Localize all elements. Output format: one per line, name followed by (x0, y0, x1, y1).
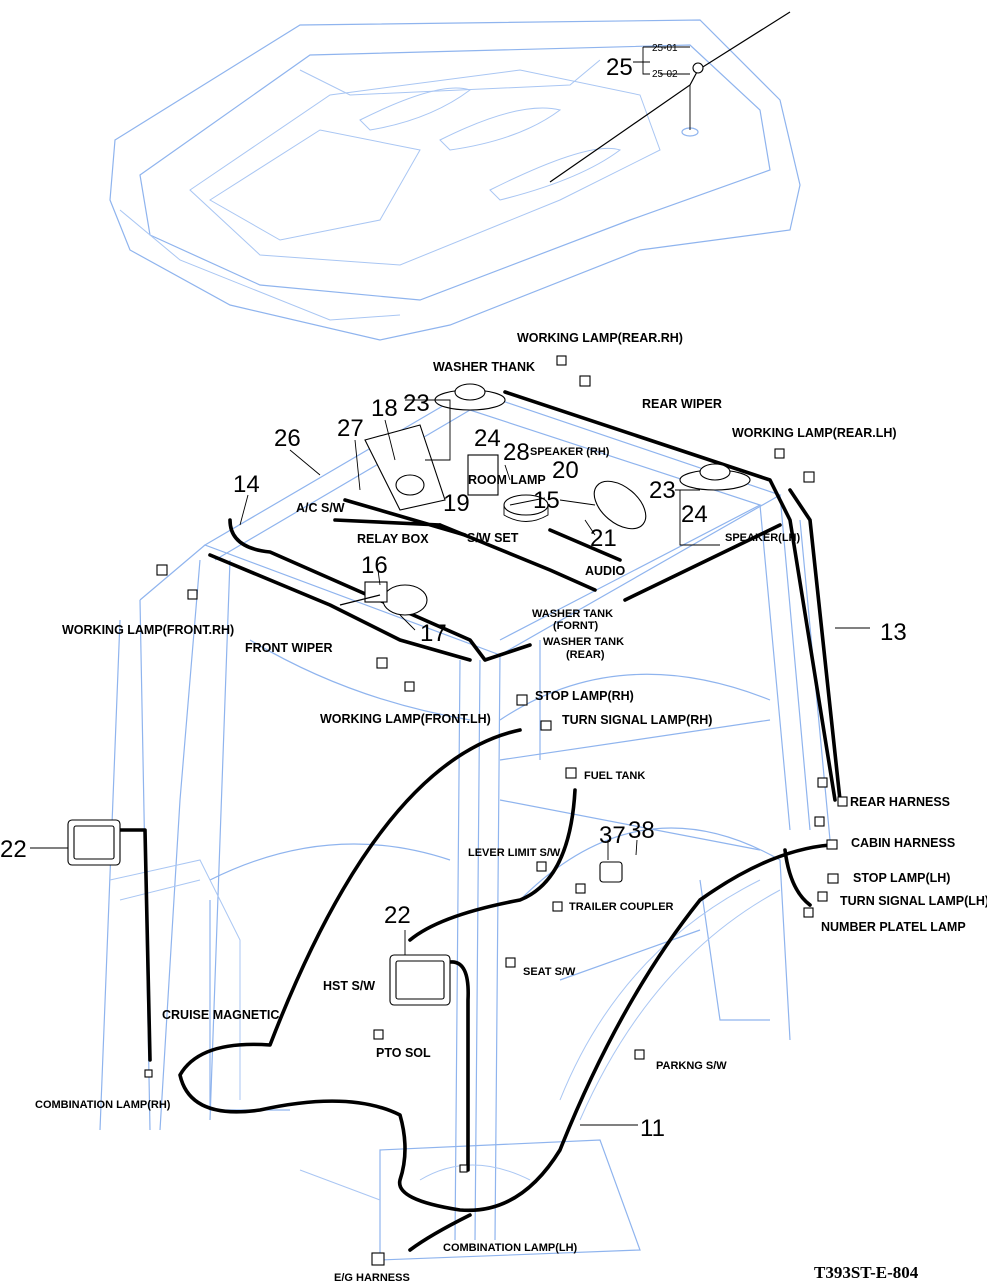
label-trailer-coupler: TRAILER COUPLER (569, 901, 674, 913)
part-number: 19 (443, 490, 470, 517)
label-washer-tank-front: WASHER TANK (532, 608, 613, 620)
trailer-coupler-relay (599, 861, 623, 883)
antenna (549, 11, 791, 183)
harness-13 (788, 488, 842, 802)
label-stop-lamp-lh: STOP LAMP(LH) (853, 871, 950, 885)
rear-wiper-motor (364, 424, 446, 511)
label-cabin-harness: CABIN HARNESS (851, 836, 955, 850)
part-number: 13 (880, 619, 907, 646)
label-pto-sol: PTO SOL (376, 1046, 431, 1060)
connectors (144, 355, 848, 1266)
label-working-lamp-front-rh: WORKING LAMP(FRONT.RH) (62, 623, 234, 637)
drawing-code: T393ST-E-804 (814, 1263, 919, 1282)
leader-lines (30, 46, 870, 1126)
cabin-frame (99, 389, 831, 1261)
part-number: 15 (533, 487, 560, 514)
part-number: 27 (337, 415, 364, 442)
label-speaker-rh: SPEAKER (RH) (530, 446, 610, 458)
label-turn-signal-lamp-lh: TURN SIGNAL LAMP(LH) (840, 894, 987, 908)
part-number: 16 (361, 552, 388, 579)
harness-roof (438, 390, 837, 802)
label-stop-lamp-rh: STOP LAMP(RH) (535, 689, 634, 703)
label-working-lamp-rear-lh: WORKING LAMP(REAR.LH) (732, 426, 897, 440)
label-sw-set: S/W SET (467, 531, 519, 545)
roof-drawing (109, 19, 801, 341)
label-combination-lamp-rh: COMBINATION LAMP(RH) (35, 1099, 171, 1111)
callout-labels: WORKING LAMP(REAR.RH) WASHER THANK SPEAK… (35, 331, 987, 1284)
label-number-platel-lamp: NUMBER PLATEL LAMP (821, 920, 966, 934)
label-working-lamp-rear-rh: WORKING LAMP(REAR.RH) (517, 331, 683, 345)
part-number: 37 (599, 822, 626, 849)
part-number: 11 (640, 1115, 665, 1142)
label-washer-tank-rear: WASHER TANK (543, 636, 624, 648)
speaker-rh (434, 383, 506, 411)
label-eg-harness: E/G HARNESS (334, 1272, 410, 1284)
part-number: 25-02 (652, 69, 678, 80)
harness-14 (208, 498, 532, 662)
label-hst-sw: HST S/W (323, 979, 375, 993)
part-number: 17 (420, 620, 447, 647)
work-lamp-22-right (389, 954, 451, 1006)
label-relay-box: RELAY BOX (357, 532, 429, 546)
label-seat-sw: SEAT S/W (523, 966, 576, 978)
part-number: 24 (474, 425, 501, 452)
label-front-wiper: FRONT WIPER (245, 641, 333, 655)
part-numbers: 25 25-01 25-02 23 18 27 26 24 28 20 15 2… (0, 43, 907, 1142)
label-turn-signal-lamp-rh: TURN SIGNAL LAMP(RH) (562, 713, 712, 727)
part-number: 23 (649, 477, 676, 504)
part-number: 14 (233, 471, 260, 498)
label-washer-thank: WASHER THANK (433, 360, 535, 374)
label-cruise-magnetic: CRUISE MAGNETIC (162, 1008, 279, 1022)
label-audio: AUDIO (585, 564, 626, 578)
label-parkng-sw: PARKNG S/W (656, 1060, 727, 1072)
label-fuel-tank: FUEL TANK (584, 770, 645, 782)
part-number: 24 (681, 501, 708, 528)
front-wiper-motor (339, 581, 428, 616)
label-lever-limit-sw: LEVER LIMIT S/W (468, 847, 561, 859)
label-combination-lamp-lh: COMBINATION LAMP(LH) (443, 1242, 578, 1254)
label-washer-tank-rear-sub: (REAR) (566, 649, 605, 661)
label-washer-tank-front-sub: (FORNT) (553, 620, 599, 632)
label-speaker-lh: SPEAKER(LH) (725, 532, 801, 544)
part-number: 25-01 (652, 43, 678, 54)
room-lamp (467, 454, 499, 496)
part-number: 22 (0, 836, 27, 863)
part-number: 20 (552, 457, 579, 484)
part-number: 21 (590, 525, 617, 552)
speaker-lh (679, 463, 751, 491)
part-number: 18 (371, 395, 398, 422)
part-number: 23 (403, 390, 430, 417)
part-number: 38 (628, 817, 655, 844)
part-number: 22 (384, 902, 411, 929)
label-rear-harness: REAR HARNESS (850, 795, 950, 809)
part-number: 26 (274, 425, 301, 452)
part-number: 25 (606, 54, 633, 81)
work-lamp-22-left (67, 819, 121, 866)
harness-11 (118, 728, 832, 1252)
label-ac-sw: A/C S/W (296, 501, 345, 515)
label-rear-wiper: REAR WIPER (642, 397, 722, 411)
label-room-lamp: ROOM LAMP (468, 473, 546, 487)
mirror (593, 480, 647, 530)
part-number: 28 (503, 439, 530, 466)
label-working-lamp-front-lh: WORKING LAMP(FRONT.LH) (320, 712, 491, 726)
